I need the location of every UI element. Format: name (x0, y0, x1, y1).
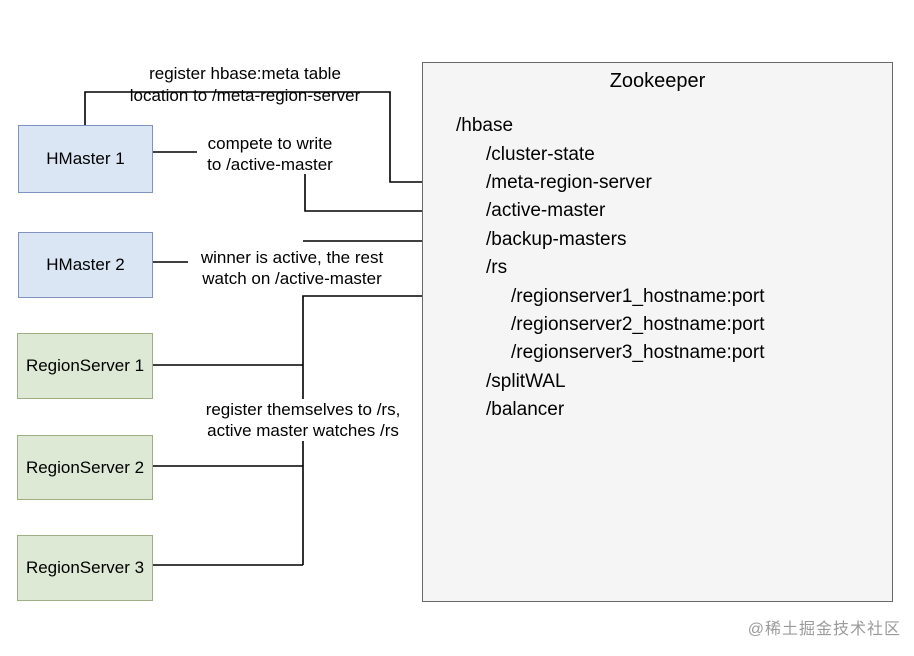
annotation-register-meta-line1: register hbase:meta table (149, 64, 341, 83)
znode-balancer: /balancer (486, 399, 565, 421)
znode-hbase: /hbase (456, 115, 514, 137)
node-hmaster-2: HMaster 2 (18, 232, 153, 298)
zookeeper-box: Zookeeper /hbase /cluster-state /meta-re… (422, 62, 893, 602)
znode-tree: /hbase /cluster-state /meta-region-serve… (423, 112, 892, 424)
node-regionserver-2-label: RegionServer 2 (25, 457, 145, 477)
annotation-winner-active: winner is active, the rest watch on /act… (178, 247, 406, 289)
znode-regionserver3: /regionserver3_hostname:port (511, 342, 765, 364)
zookeeper-title: Zookeeper (609, 70, 706, 92)
znode-rs: /rs (486, 257, 508, 279)
annotation-compete-write: compete to write to /active-master (190, 133, 350, 175)
znode-active-master: /active-master (486, 200, 606, 222)
znode-cluster-state: /cluster-state (486, 143, 595, 165)
node-regionserver-3: RegionServer 3 (17, 535, 153, 601)
znode-splitwal: /splitWAL (486, 370, 566, 392)
node-hmaster-2-label: HMaster 2 (46, 255, 125, 274)
znode-backup-masters: /backup-masters (486, 228, 627, 250)
annotation-register-rs-line2: active master watches /rs (207, 421, 399, 440)
annotation-compete-write-line1: compete to write (207, 134, 333, 153)
node-regionserver-2: RegionServer 2 (17, 435, 153, 500)
node-regionserver-1-label: RegionServer 1 (25, 356, 145, 375)
annotation-register-meta-line2: location to /meta-region-server (129, 86, 361, 105)
annotation-winner-active-line1: winner is active, the rest (200, 248, 384, 267)
annotation-register-rs-line1: register themselves to /rs, (205, 400, 401, 419)
node-hmaster-1: HMaster 1 (18, 125, 153, 193)
annotation-register-meta: register hbase:meta table location to /m… (100, 63, 390, 107)
watermark-text: @稀土掘金技术社区 (747, 621, 901, 638)
znode-meta-region-server: /meta-region-server (486, 171, 652, 193)
znode-regionserver2: /regionserver2_hostname:port (511, 313, 765, 335)
node-regionserver-3-label: RegionServer 3 (25, 558, 145, 577)
node-hmaster-1-label: HMaster 1 (46, 149, 125, 168)
znode-regionserver1: /regionserver1_hostname:port (511, 285, 765, 307)
node-regionserver-1: RegionServer 1 (17, 333, 153, 399)
annotation-register-rs: register themselves to /rs, active maste… (190, 399, 416, 441)
annotation-compete-write-line2: to /active-master (207, 155, 333, 174)
annotation-winner-active-line2: watch on /active-master (202, 269, 382, 288)
